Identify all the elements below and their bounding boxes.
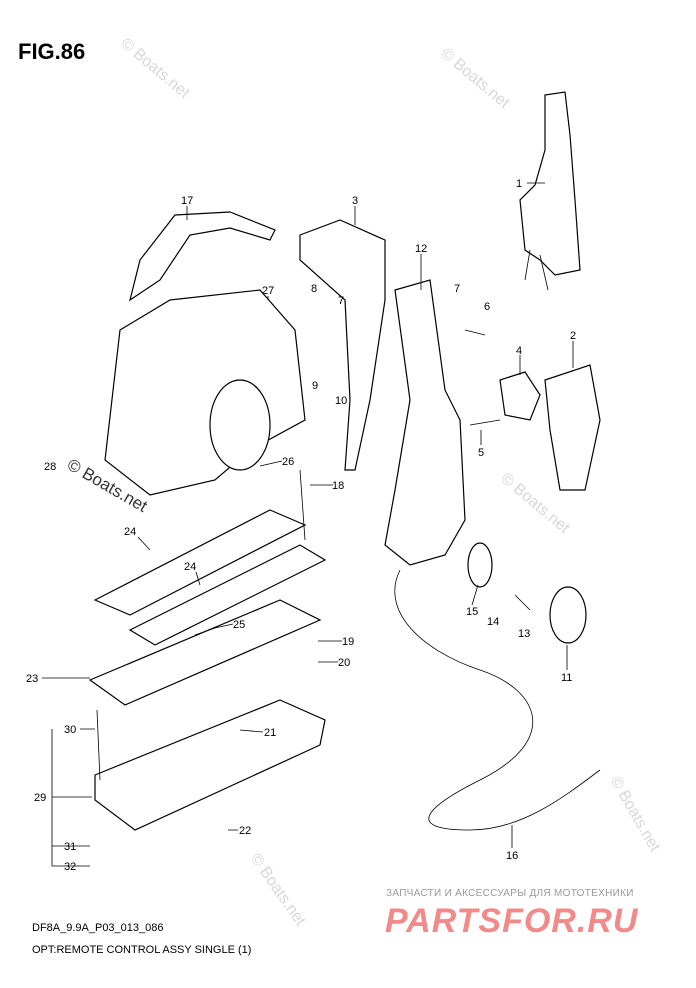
callout-24b: 24: [184, 561, 196, 573]
callout-25: 25: [233, 619, 245, 631]
callout-27: 27: [262, 285, 274, 297]
part-gasket-23: [88, 599, 322, 706]
part-base-29: [94, 699, 326, 831]
part-harness-16: [394, 569, 601, 831]
figure-title: FIG.86: [18, 39, 86, 64]
callouts: 1 17 3 27 8 7 12 7 6 2 4 9 10 5 26 18 28…: [26, 178, 576, 873]
callout-7b: 7: [454, 283, 460, 295]
watermark: © Boats.net: [117, 35, 193, 102]
callout-11: 11: [561, 672, 572, 684]
callout-29: 29: [34, 792, 46, 804]
callout-10: 10: [335, 395, 347, 407]
callout-6: 6: [484, 301, 490, 313]
part-grip-2: [544, 364, 601, 491]
part-plate-24: [93, 509, 307, 616]
callout-18: 18: [332, 480, 344, 492]
callout-15: 15: [466, 606, 478, 618]
part-plate-24b: [128, 544, 327, 646]
callout-31: 31: [64, 841, 76, 853]
figure-code: DF8A_9.9A_P03_013_086: [32, 922, 164, 934]
watermark: © Boats.net: [247, 851, 309, 930]
part-lever-3: [299, 219, 386, 471]
callout-2: 2: [570, 330, 576, 342]
part-housing-27: [104, 289, 306, 496]
callout-23: 23: [26, 673, 38, 685]
callout-13: 13: [518, 628, 530, 640]
callout-24: 24: [124, 526, 136, 538]
brand-logo: PARTSFOR.RU: [385, 902, 639, 940]
callout-5: 5: [478, 447, 484, 459]
callout-30: 30: [64, 724, 76, 736]
callout-16: 16: [506, 850, 518, 862]
callout-21: 21: [264, 727, 276, 739]
callout-28: 28: [44, 461, 56, 473]
callout-19: 19: [342, 636, 354, 648]
callout-8: 8: [311, 283, 317, 295]
callout-26: 26: [282, 456, 294, 468]
callout-22: 22: [239, 825, 251, 837]
callout-12: 12: [415, 243, 427, 255]
callout-17: 17: [181, 195, 193, 207]
figure-description: OPT:REMOTE CONTROL ASSY SINGLE (1): [32, 944, 252, 956]
part-plate-15: [467, 542, 493, 588]
housing-opening: [209, 379, 271, 471]
watermark: © Boats.net: [607, 774, 664, 856]
part-remote-control-unit: [519, 91, 581, 291]
callout-7: 7: [338, 295, 344, 307]
bolts: [96, 329, 531, 781]
callout-4: 4: [516, 345, 522, 357]
callout-1: 1: [516, 178, 522, 190]
watermark: © Boats.net: [437, 45, 513, 112]
callout-14: 14: [487, 616, 499, 628]
part-arm-12: [384, 279, 466, 566]
callout-3: 3: [352, 195, 358, 207]
callout-20: 20: [338, 657, 350, 669]
part-switch-4: [499, 371, 541, 421]
callout-32: 32: [64, 861, 76, 873]
part-cover-11: [549, 586, 587, 644]
part-cover-17: [129, 211, 276, 302]
callout-9: 9: [312, 380, 318, 392]
brand-tagline: ЗАПЧАСТИ И АКСЕССУАРЫ ДЛЯ МОТОТЕХНИКИ: [386, 888, 634, 899]
